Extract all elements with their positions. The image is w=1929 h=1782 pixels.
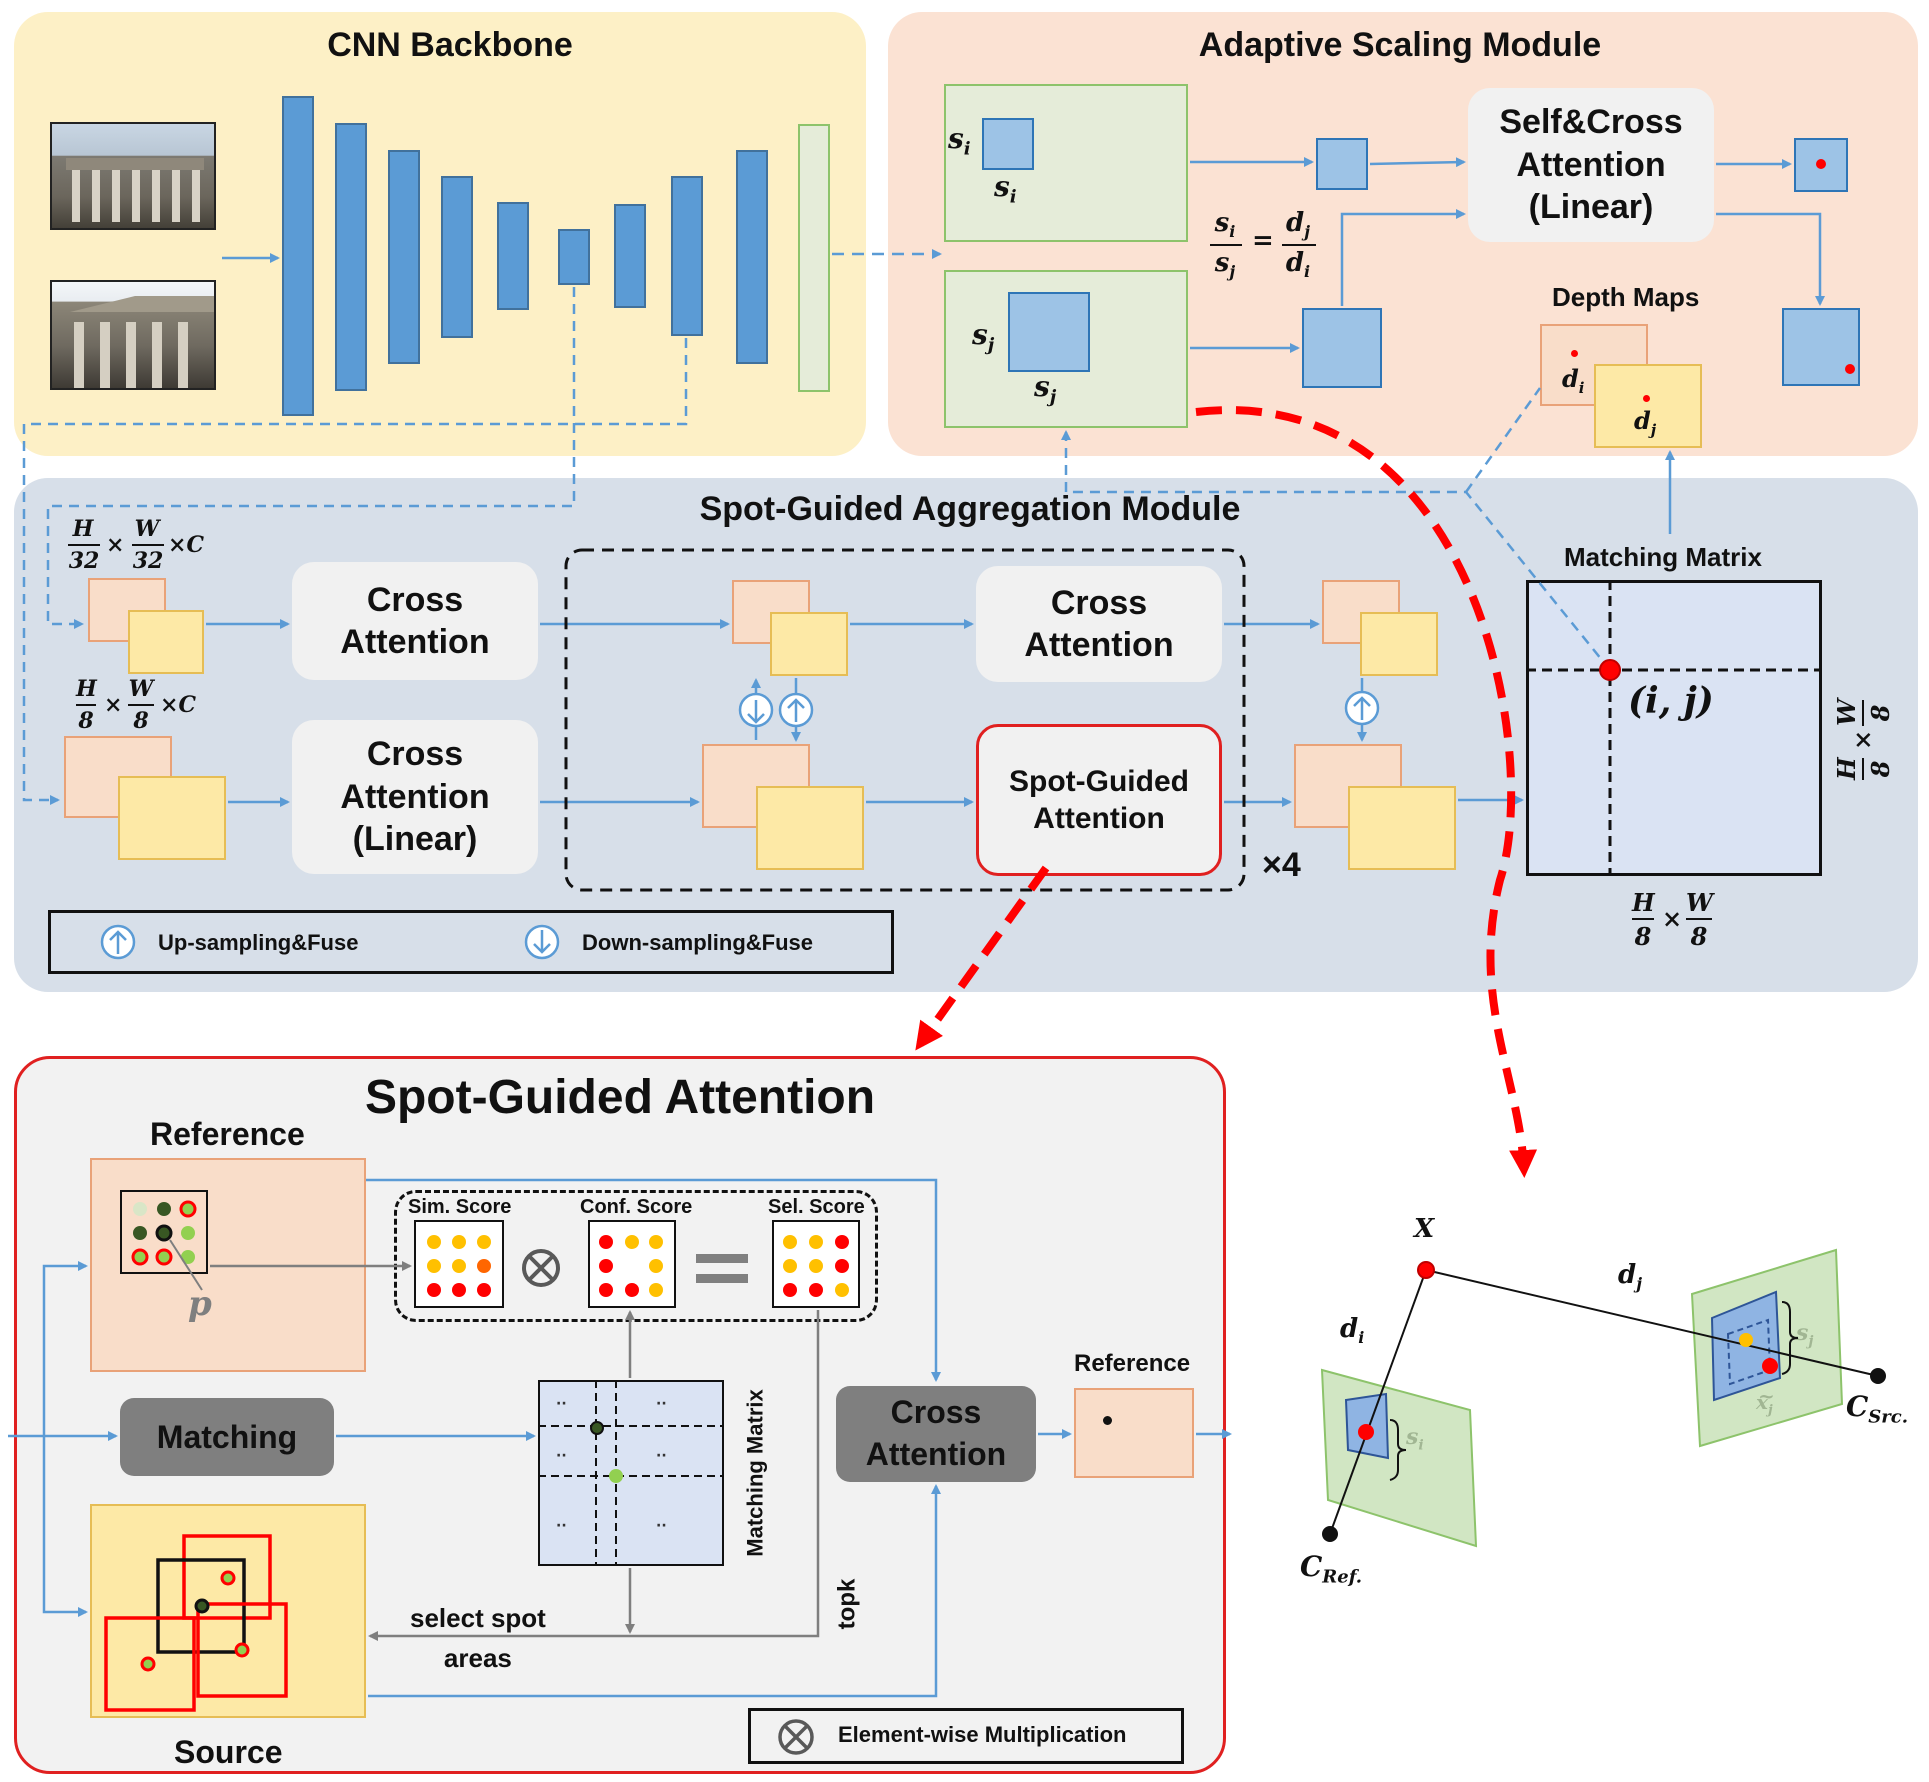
sel-score-dots [783,1235,849,1297]
patch-j [1008,292,1090,372]
label-d-i: di [1562,364,1585,397]
depth-maps-label: Depth Maps [1552,282,1700,312]
patch-i [982,118,1034,170]
geo-c-ref-label: CRef. [1300,1550,1363,1588]
svg-text:··: ·· [556,1448,567,1464]
coarse-feature-src-in [128,610,204,674]
label-s-i-left: si [948,122,971,160]
legend-down-icon [524,924,560,960]
equals-operator-icon [696,1254,748,1283]
legend-down-label: Down-sampling&Fuse [582,930,814,955]
up-sampling-fuse-icon [778,692,814,728]
matching-matrix-label: Matching Matrix [1564,542,1762,572]
sgam-legend [48,910,894,974]
encoder-layer-4 [441,176,473,338]
legend-up-icon [100,924,136,960]
cnn-backbone-title: CNN Backbone [327,26,573,64]
query-point-p-label: p [188,1284,212,1324]
input-image-source [50,280,216,390]
matching-point-ij-label: (i, j) [1628,680,1714,722]
geo-X-label: X [1414,1214,1435,1244]
self-cross-attention-linear: Self&Cross Attention (Linear) [1468,88,1714,242]
asm-title: Adaptive Scaling Module [1198,26,1602,64]
fine-feature-src-in [118,776,226,860]
matching-matrix [1526,580,1822,876]
sel-score-label: Sel. Score [768,1196,865,1218]
coarse-feature-src-mid [770,612,848,676]
geo-c-src-label: CSrc. [1846,1390,1909,1428]
sga-legend-label: Element-wise Multiplication [838,1722,1127,1747]
decoder-layer-3 [736,150,768,364]
depth-map-j [1594,364,1702,448]
repeat-times-4: ×4 [1262,846,1301,884]
label-d-j: dj [1634,406,1657,439]
svg-text:··: ·· [656,1396,667,1412]
encoder-layer-3 [388,150,420,364]
encoder-layer-1 [282,96,314,416]
label-s-i-bottom: si [994,170,1017,208]
down-sampling-fuse-icon [738,692,774,728]
backbone-output-feature [798,124,830,392]
up-sampling-fuse-icon-out [1344,690,1380,726]
depth-point-j [1643,395,1650,402]
coarse-feature-src-out [1360,612,1438,676]
sim-score-label: Sim. Score [408,1196,512,1218]
matching-block: Matching [120,1398,334,1476]
svg-text:··: ·· [656,1448,667,1464]
label-s-j-left: sj [972,318,995,356]
sga-title: Spot-Guided Attention [364,1071,876,1124]
encoder-layer-5 [497,202,529,310]
world-point-X [1417,1261,1435,1279]
sgam-title: Spot-Guided Aggregation Module [699,490,1241,528]
sga-source-map [90,1504,366,1718]
sga-legend [748,1708,1184,1764]
output-point-i [1816,159,1826,169]
output-point-j [1845,364,1855,374]
score-group [394,1190,878,1322]
fine-feature-src-out [1348,786,1456,870]
svg-text:··: ·· [556,1518,567,1534]
ref-projection-point [1358,1424,1374,1440]
encoder-layer-2 [335,123,367,391]
sim-score-dots [427,1235,491,1297]
decoder-layer-2 [671,176,703,336]
scaled-patch-j [1302,308,1382,388]
src-projection-point [1739,1333,1753,1347]
sga-reference-out-label: Reference [1074,1350,1191,1377]
elementwise-multiplication-icon [778,1719,814,1755]
geo-d-j-label: dj [1618,1260,1642,1294]
svg-text:··: ·· [656,1518,667,1534]
src-projection-point-tilde [1762,1358,1778,1374]
sga-reference-out-map [1074,1388,1194,1478]
conf-score-dots [599,1235,663,1297]
multiply-operator-icon [522,1249,560,1287]
reference-window-dots [131,1200,197,1266]
svg-text:··: ·· [556,1396,567,1412]
sga-matching-matrix [538,1380,724,1566]
input-image-reference [50,122,216,230]
camera-ref [1322,1526,1338,1542]
sga-reference-out-point [1103,1416,1112,1425]
depth-point-i [1571,350,1578,357]
label-s-j-bottom: sj [1034,370,1057,408]
decoder-layer-1 [614,204,646,308]
geo-d-i-label: di [1340,1314,1365,1348]
bottleneck-layer [558,229,590,285]
scaled-patch-i [1316,138,1368,190]
legend-up-label: Up-sampling&Fuse [158,930,359,955]
conf-score-label: Conf. Score [580,1196,693,1218]
camera-src [1870,1368,1886,1384]
sga-reference-label: Reference [150,1116,305,1152]
fine-feature-src-mid [756,786,864,870]
sga-source-label: Source [174,1734,283,1770]
